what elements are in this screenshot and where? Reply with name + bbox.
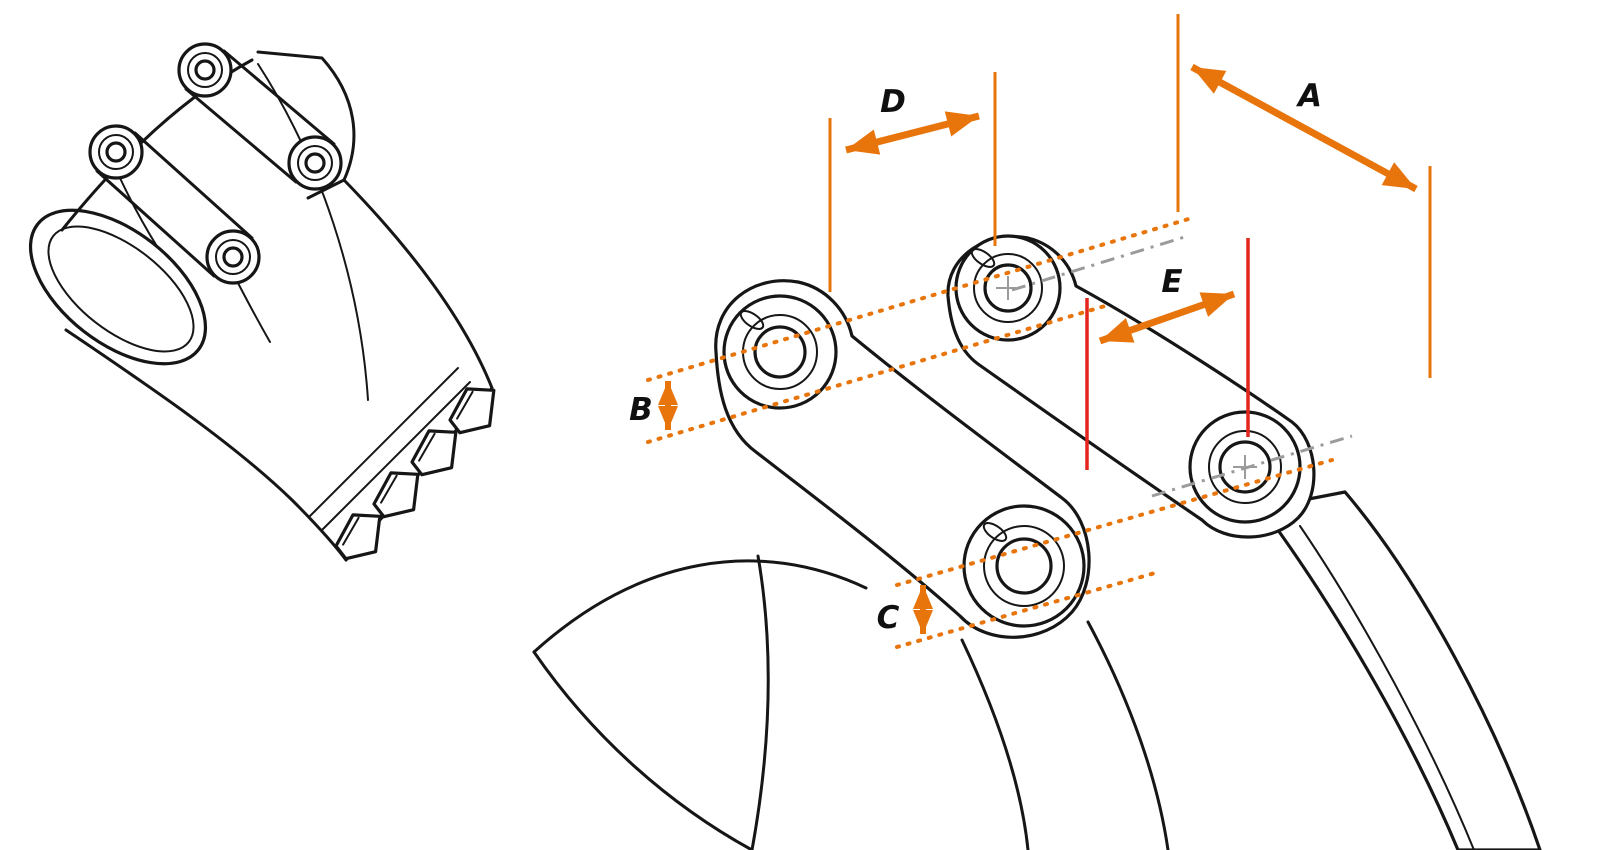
bucket-tooth (448, 387, 496, 435)
front-upper-boss-chamfer (739, 310, 765, 330)
dimension-label: C (877, 600, 900, 636)
bucket-face-crease (257, 63, 369, 401)
rear-arm-inner-line (1299, 525, 1475, 850)
bucket-mount-detail (532, 234, 1542, 850)
body-top-left-edge (532, 559, 868, 654)
front-upper-pin-hole (753, 325, 807, 379)
front-lower-pin-boss-ring (983, 525, 1065, 607)
bucket-overview (28, 42, 496, 562)
bucket-tooth (334, 513, 382, 561)
body-mid-band-left-edge (960, 638, 1030, 850)
lower-pin-center-mark (1233, 455, 1257, 479)
dimension-E: E (1098, 264, 1236, 345)
lug-pin-hole (304, 152, 326, 174)
upper-pin-center-mark (996, 276, 1020, 300)
lug-boss-ring (297, 145, 333, 181)
reference-lines (1085, 238, 1250, 470)
datum-dashed-line (895, 458, 1334, 587)
bracket-to-shell-line (119, 177, 159, 249)
lug-pin-hole (222, 246, 244, 268)
front-lower-pin-hole (995, 537, 1053, 595)
dimension-B: B (629, 216, 1194, 444)
rear-upper-boss-chamfer (970, 248, 996, 268)
rear-lug-edge (184, 87, 298, 184)
bucket-tooth (372, 471, 420, 519)
dimension-A: A (1176, 14, 1432, 378)
lug-boss-ring (215, 239, 251, 275)
rear-upper-pin-boss-ring (973, 253, 1043, 323)
dimension-arrow (1190, 63, 1418, 193)
lug-pin-hole (105, 141, 127, 163)
tooth-bar-edge (309, 367, 459, 517)
lug-boss-ring (98, 134, 134, 170)
dimension-D: D (828, 72, 997, 292)
dimension-arrow (845, 111, 980, 155)
dimension-C: C (877, 458, 1334, 649)
rear-lug-edge (222, 49, 336, 146)
rear-arm (1260, 490, 1542, 850)
body-mid-band-right-edge (1086, 620, 1170, 850)
lug-boss-ring (187, 52, 223, 88)
datum-dashed-line (646, 216, 1194, 382)
bucket-bottom-edge (64, 328, 348, 562)
datum-dashed-line (646, 304, 1107, 444)
dimension-label: A (1295, 78, 1322, 114)
body-left-band-edge (750, 554, 770, 850)
tooth-bar-edge (321, 381, 471, 531)
pin-centerlines (996, 234, 1353, 498)
front-lower-boss-chamfer (982, 522, 1008, 542)
body-left-edge (532, 650, 754, 850)
dimension-label: B (629, 392, 653, 428)
bucket-opening-rim (28, 208, 208, 366)
rear-lower-pin-boss-ring (1208, 430, 1282, 504)
datum-dashed-line (895, 571, 1157, 649)
dimension-label: E (1161, 264, 1182, 300)
front-lug-edge (95, 169, 216, 278)
bracket-to-shell-line (237, 282, 271, 343)
bucket-right-edge (342, 178, 494, 390)
bucket-tooth (410, 429, 458, 477)
bracket-gusset (256, 50, 356, 200)
lug-pin-hole (194, 59, 216, 81)
dimension-label: D (880, 84, 906, 120)
dimension-arrow (1098, 290, 1236, 345)
front-lug-edge (133, 131, 254, 240)
bucket-opening-inner-rim (47, 225, 195, 353)
